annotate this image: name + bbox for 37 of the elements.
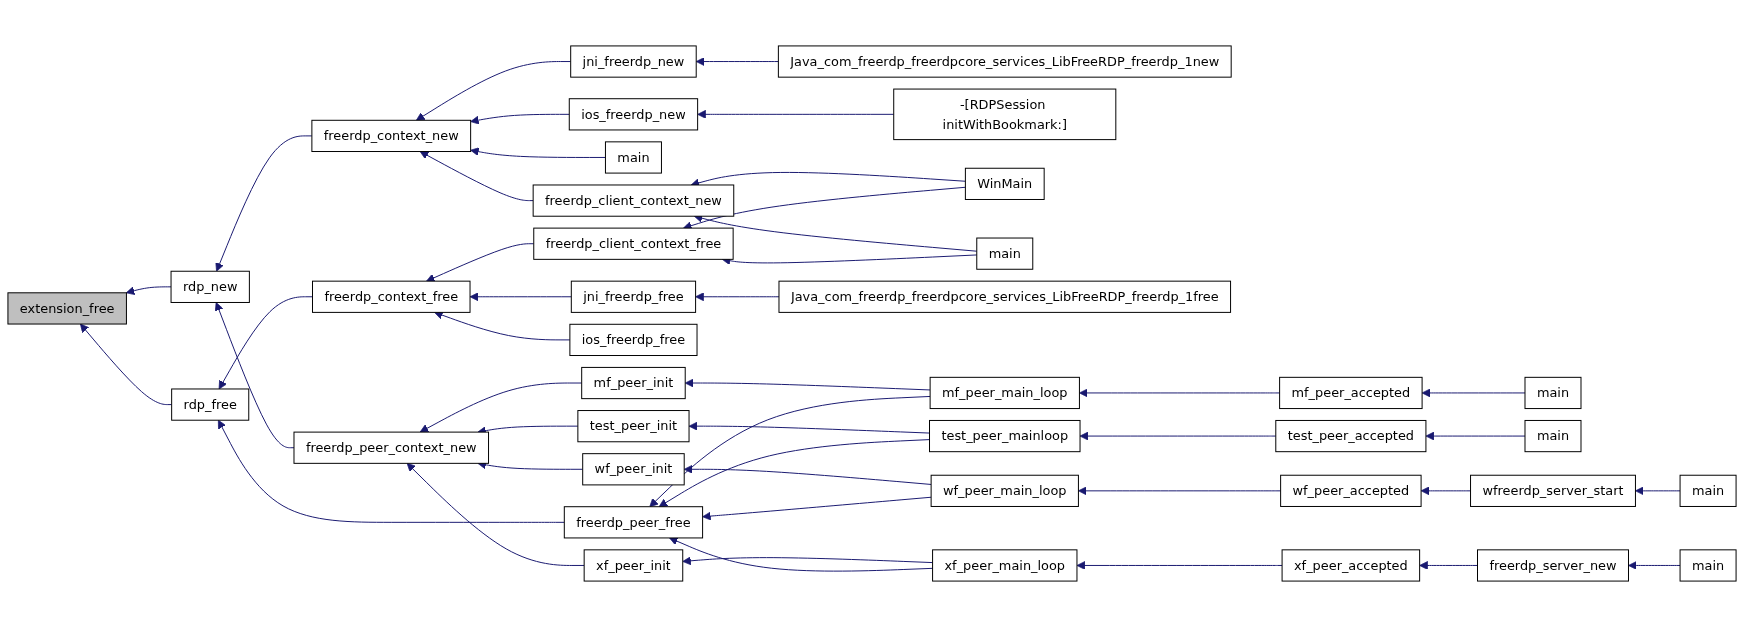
node-box: xf_peer_accepted: [1281, 549, 1421, 582]
node-box: main: [1524, 419, 1582, 453]
node-box: Java_com_freerdp_freerdpcore_services_LibFreeRDP_freerdp_1free: [778, 280, 1232, 313]
node-box: freerdp_context_new: [311, 119, 472, 152]
node-box: main: [976, 237, 1034, 270]
node-box: ios_freerdp_new: [568, 98, 699, 131]
node-box: freerdp_client_context_new: [532, 184, 735, 217]
node-box: extension_free: [7, 292, 127, 325]
node-box: rdp_free: [171, 388, 250, 421]
node-box: freerdp_context_free: [312, 280, 471, 313]
node-box: freerdp_peer_free: [563, 506, 704, 539]
node-box: wf_peer_main_loop: [930, 474, 1079, 507]
node-box: test_peer_init: [577, 410, 690, 443]
node-box: test_peer_accepted: [1275, 419, 1427, 453]
node-box: mf_peer_accepted: [1279, 376, 1423, 410]
node-box: freerdp_server_new: [1477, 549, 1629, 582]
node-box: main: [1524, 376, 1582, 410]
node-box: wf_peer_init: [582, 453, 685, 486]
node-box: jni_freerdp_new: [570, 45, 697, 78]
node-box: Java_com_freerdp_freerdpcore_services_LibFreeRDP_freerdp_1new: [777, 45, 1232, 78]
node-box: main: [1679, 549, 1737, 582]
node-box: main: [604, 141, 662, 174]
node-box: mf_peer_init: [581, 366, 686, 400]
node-box: ios_freerdp_free: [569, 323, 698, 356]
node-box: wfreerdp_server_start: [1470, 474, 1636, 507]
node-box: freerdp_client_context_free: [533, 227, 734, 260]
node-box: test_peer_mainloop: [929, 419, 1081, 453]
node-box: WinMain: [964, 167, 1045, 200]
node-box: -[RDPSession initWithBookmark:]: [893, 88, 1117, 141]
node-box: mf_peer_main_loop: [929, 376, 1080, 410]
node-box: jni_freerdp_free: [570, 280, 697, 313]
node-box: freerdp_peer_context_new: [293, 431, 490, 464]
node-box: main: [1679, 474, 1737, 507]
node-box: rdp_new: [170, 270, 250, 303]
node-box: xf_peer_main_loop: [932, 549, 1078, 582]
node-box: xf_peer_init: [583, 549, 684, 582]
node-box: wf_peer_accepted: [1280, 474, 1422, 507]
